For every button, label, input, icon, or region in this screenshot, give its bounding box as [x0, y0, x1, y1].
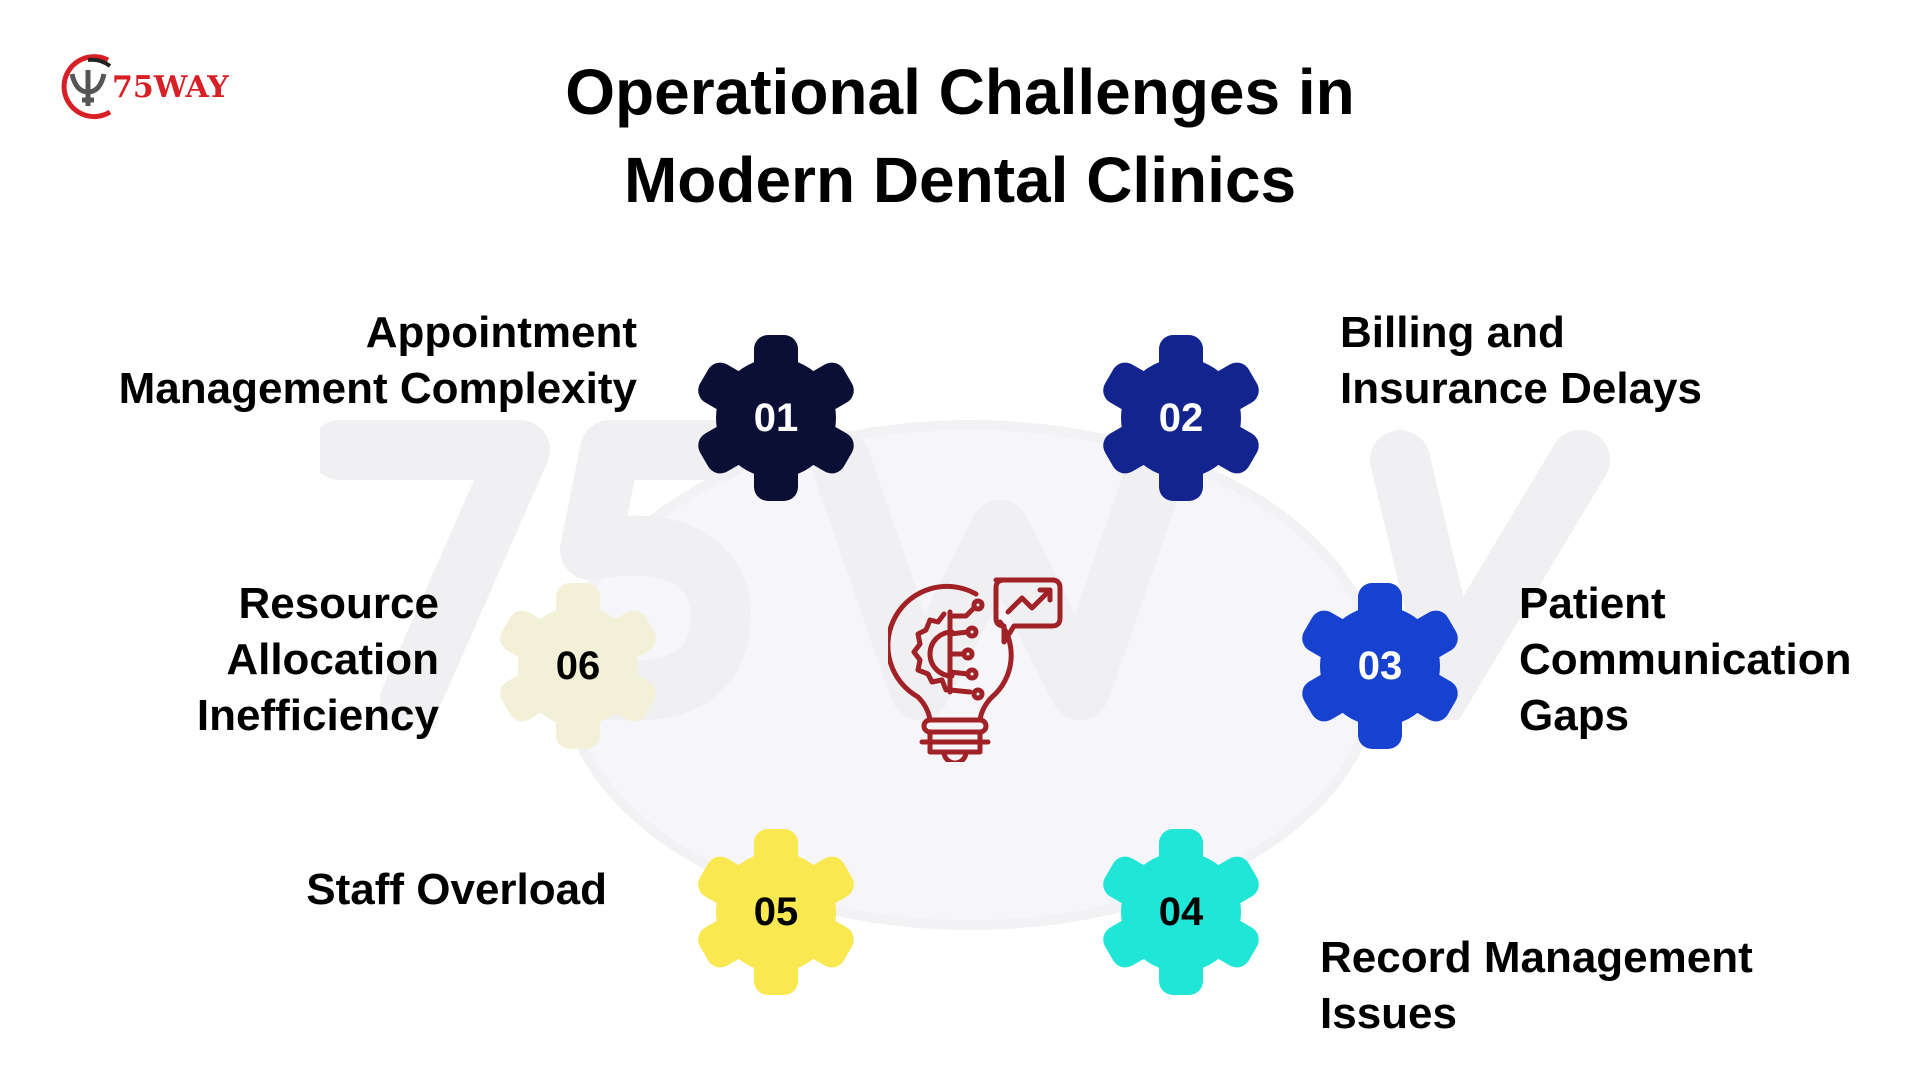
gear-tooth: [500, 668, 556, 722]
label-line: Appointment: [365, 308, 637, 357]
gear-tooth: [1103, 420, 1159, 474]
gear-tooth: [1402, 610, 1458, 664]
gear-icon: [1103, 335, 1259, 501]
gear-tooth: [698, 914, 754, 968]
label-line: Record Management: [1320, 933, 1753, 982]
label-line: Gaps: [1519, 691, 1630, 740]
gear-tooth: [754, 451, 798, 501]
title-line-1: Operational Challenges in: [565, 56, 1355, 128]
watermark-graphic: [310, 420, 1610, 740]
label-line: Management Complexity: [118, 364, 637, 413]
gear-number: 04: [1158, 890, 1204, 934]
gear-tooth: [500, 610, 556, 664]
gear-tooth: [698, 362, 754, 416]
gear-tooth: [1358, 699, 1402, 749]
gear-tooth: [1103, 856, 1159, 910]
gear-tooth: [798, 914, 854, 968]
gear-tooth: [798, 856, 854, 910]
label-record-management: Record Management Issues: [1320, 930, 1753, 1042]
gear-03: 03: [1295, 581, 1465, 751]
gear-tooth: [1203, 420, 1259, 474]
gear-icon: [1302, 583, 1458, 749]
gear-tooth: [1302, 610, 1358, 664]
gear-icon: [698, 829, 854, 995]
label-patient-communication: Patient Communication Gaps: [1519, 576, 1851, 744]
label-appointment-management: Appointment Management Complexity: [119, 305, 637, 417]
gear-tooth: [1103, 362, 1159, 416]
gear-tooth: [798, 420, 854, 474]
gear-tooth: [1358, 583, 1402, 633]
gear-tooth: [556, 699, 600, 749]
gear-number: 01: [753, 396, 799, 440]
gear-tooth: [600, 610, 656, 664]
gear-06: 06: [493, 581, 663, 751]
gear-tooth: [1302, 668, 1358, 722]
label-line: Resource: [238, 579, 439, 628]
gear-number: 05: [753, 890, 799, 934]
gear-04: 04: [1096, 827, 1266, 997]
gear-tooth: [798, 362, 854, 416]
gear-tooth: [1203, 856, 1259, 910]
gear-tooth: [1402, 668, 1458, 722]
title-line-2: Modern Dental Clinics: [623, 144, 1297, 216]
gear-number: 06: [555, 644, 601, 688]
watermark: [310, 420, 1620, 740]
lightbulb-gear-chart-icon: [885, 572, 1068, 767]
gear-tooth: [754, 945, 798, 995]
label-line: Billing and: [1340, 308, 1565, 357]
gear-tooth: [556, 583, 600, 633]
gear-tooth: [1159, 335, 1203, 385]
label-line: Communication: [1519, 635, 1852, 684]
gear-tooth: [698, 856, 754, 910]
gear-02: 02: [1096, 333, 1266, 503]
label-staff-overload: Staff Overload: [306, 862, 607, 918]
gear-tooth: [754, 829, 798, 879]
gear-tooth: [1159, 829, 1203, 879]
gear-05: 05: [691, 827, 861, 997]
gear-tooth: [600, 668, 656, 722]
label-line: Allocation: [226, 635, 439, 684]
gear-tooth: [1159, 451, 1203, 501]
gear-01: 01: [691, 333, 861, 503]
gear-tooth: [1159, 945, 1203, 995]
label-line: Issues: [1320, 989, 1457, 1038]
label-line: Insurance Delays: [1340, 364, 1702, 413]
svg-text:75WAY: 75WAY: [112, 70, 229, 105]
logo-mark-icon: 75WAY: [61, 54, 229, 120]
label-line: Inefficiency: [196, 691, 439, 740]
gear-tooth: [1203, 362, 1259, 416]
label-resource-allocation: Resource Allocation Inefficiency: [197, 576, 439, 744]
gear-icon: [500, 583, 656, 749]
gear-tooth: [754, 335, 798, 385]
label-billing-insurance: Billing and Insurance Delays: [1340, 305, 1702, 417]
gear-number: 03: [1357, 644, 1403, 688]
label-line: Patient: [1519, 579, 1666, 628]
gear-icon: [698, 335, 854, 501]
gear-tooth: [1103, 914, 1159, 968]
page-title: Operational Challenges in Modern Dental …: [0, 48, 1920, 224]
gear-icon: [1103, 829, 1259, 995]
gear-number: 02: [1158, 396, 1204, 440]
label-line: Staff Overload: [306, 865, 607, 914]
gear-tooth: [1203, 914, 1259, 968]
gear-tooth: [698, 420, 754, 474]
logo: 75WAY: [48, 50, 258, 122]
